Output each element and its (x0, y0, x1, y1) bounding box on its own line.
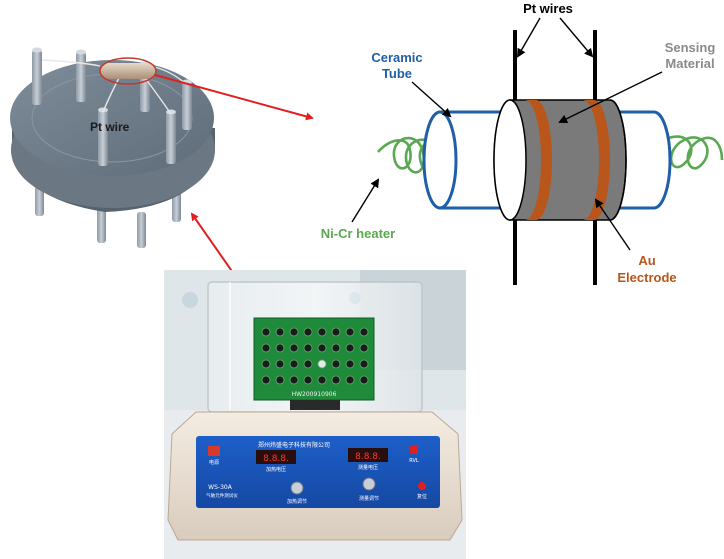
nicr-heater-label: Ni-Cr heater (321, 226, 395, 241)
power-button[interactable] (208, 446, 220, 456)
ceramic-tube-pointer (411, 81, 452, 118)
au-electrode-right (583, 100, 610, 220)
heater-voltage-display (256, 450, 296, 464)
nicr-heater-coil-right (663, 135, 724, 170)
au-electrode-label-line2: Electrode (617, 270, 676, 285)
test-instrument-photo: HW200910906 郑州炜盛电子科技有限公司 电源 8.8.8. 加热电压 … (164, 270, 466, 559)
measure-voltage-display (348, 448, 388, 462)
display-right-label: 测量电压 (358, 464, 378, 471)
sensing-material-label-line2: Material (665, 56, 714, 71)
heater-adjust-knob[interactable] (290, 481, 304, 495)
pt-wires-arrow-left (516, 17, 541, 58)
measure-voltage-digits: 8.8.8. (355, 452, 381, 462)
red-arrow-to-schematic (154, 74, 314, 121)
sensing-material-label-line1: Sensing (665, 40, 716, 55)
pt-wires-label: Pt wires (523, 1, 573, 16)
nicr-heater-pointer (351, 178, 380, 223)
pt-wires-arrow-right (559, 17, 594, 58)
sensing-material-pointer (558, 71, 663, 123)
instrument-brand: 郑州炜盛电子科技有限公司 (258, 441, 330, 449)
reset-label: 复位 (417, 493, 427, 500)
measure-adjust-knob[interactable] (362, 477, 376, 491)
knob-left-label: 加热调节 (287, 498, 307, 505)
au-electrode-label-line1: Au (638, 253, 655, 268)
sensor-socket-illustration (10, 47, 215, 248)
heater-voltage-digits: 8.8.8. (263, 454, 289, 464)
sensor-sockets-grid (261, 327, 369, 385)
instrument-model: WS-30A (208, 484, 233, 491)
instrument-name: 气敏元件测试仪 (206, 492, 238, 499)
ceramic-tube-label-line1: Ceramic (371, 50, 422, 65)
ceramic-tube-left-end (422, 110, 458, 210)
sensor-test-board (253, 317, 375, 401)
pt-wire-socket-label: Pt wire (90, 120, 130, 134)
indicator-led (410, 446, 418, 454)
sensor-schematic (377, 30, 724, 285)
display-left-label: 加热电压 (266, 466, 286, 473)
board-code: HW200910906 (292, 391, 337, 398)
ceramic-tube-label-line2: Tube (382, 66, 412, 81)
reset-button[interactable] (418, 482, 426, 490)
au-electrode-pointer (594, 198, 631, 251)
au-electrode-left (525, 100, 552, 220)
power-label: 电源 (209, 459, 219, 466)
indicator-label: RVL (409, 458, 419, 464)
knob-right-label: 测量调节 (359, 495, 379, 502)
